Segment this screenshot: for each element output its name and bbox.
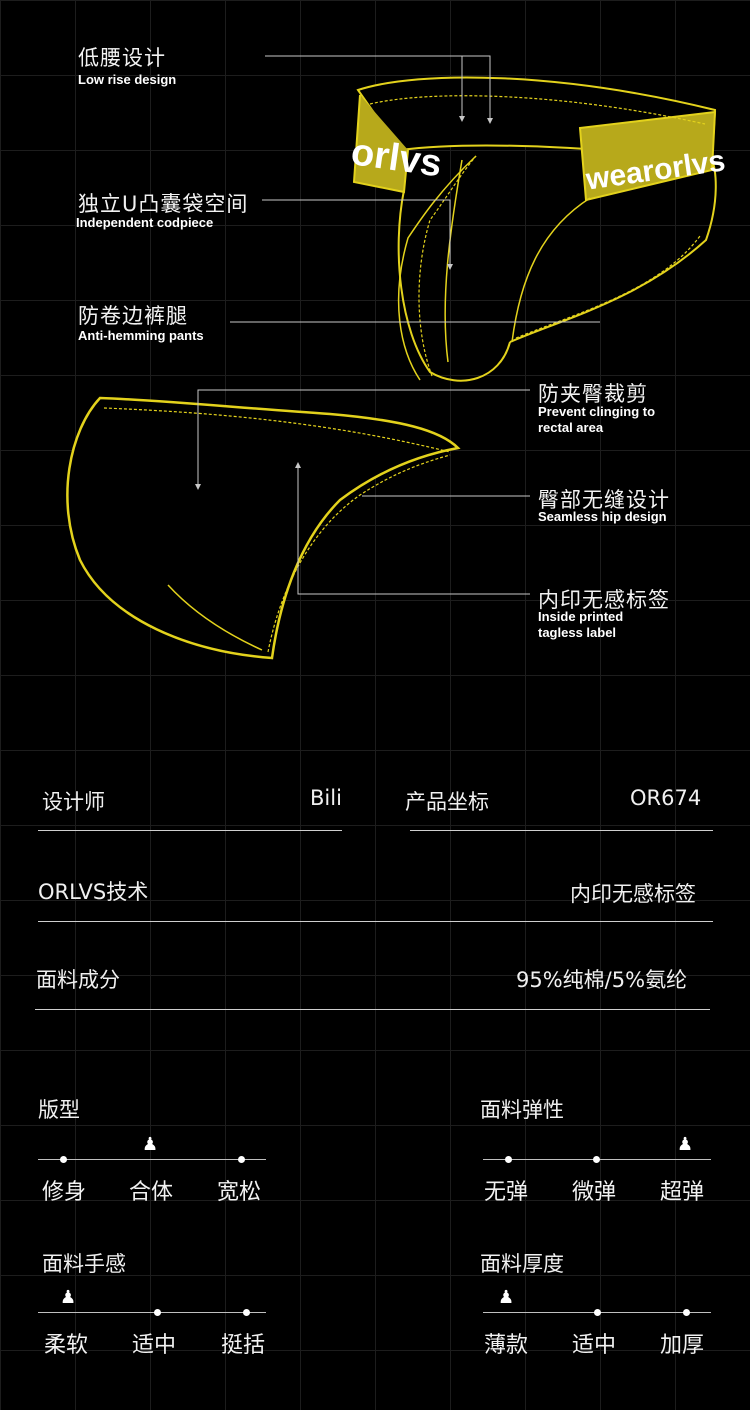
fabric-label: 面料成分 [36, 968, 120, 992]
hand-feel-scale-dot [243, 1309, 250, 1316]
callout-anti-cling-cn: 防夹臀裁剪 [538, 382, 648, 406]
fit-scale-runner-icon: ♟ [142, 1134, 159, 1155]
hand-feel-option: 挺括 [221, 1333, 266, 1358]
elasticity-option: 超弹 [660, 1180, 705, 1205]
callout-tagless-cn: 内印无感标签 [538, 588, 670, 612]
fit-scale-title: 版型 [38, 1098, 80, 1122]
elasticity-scale-runner-icon: ♟ [677, 1134, 694, 1155]
thickness-option: 薄款 [484, 1333, 529, 1358]
callout-seamless-cn: 臀部无缝设计 [538, 488, 670, 512]
fit-option: 合体 [129, 1180, 174, 1205]
callout-tagless-en: Inside printed tagless label [538, 609, 624, 640]
front-brief-drawing [352, 76, 717, 382]
fit-scale-track [38, 1159, 266, 1160]
designer-value: Bili [310, 786, 342, 810]
thickness-option: 加厚 [660, 1333, 705, 1358]
tech-value: 内印无感标签 [570, 882, 696, 906]
fit-option: 宽松 [217, 1180, 262, 1205]
callout-codpiece-cn: 独立U凸囊袋空间 [78, 192, 249, 216]
elasticity-scale-title: 面料弹性 [480, 1098, 564, 1122]
fit-scale-dot [60, 1156, 67, 1163]
divider [35, 1009, 710, 1010]
hand-feel-scale-dot [154, 1309, 161, 1316]
product-illustration: orlvs wearorlvs [66, 55, 727, 660]
thickness-scale-title: 面料厚度 [480, 1252, 564, 1276]
callout-leaders [197, 55, 600, 595]
callout-anti-hemming-cn: 防卷边裤腿 [78, 304, 188, 328]
product-label: 产品坐标 [405, 790, 489, 814]
elasticity-scale-dot [505, 1156, 512, 1163]
fit-scale-dot [238, 1156, 245, 1163]
product-value: OR674 [630, 786, 702, 810]
callout-codpiece-en: Independent codpiece [76, 215, 214, 230]
elasticity-option: 无弹 [484, 1180, 529, 1205]
thickness-scale-dot [683, 1309, 690, 1316]
divider [38, 921, 713, 922]
designer-label: 设计师 [42, 790, 105, 814]
hand-feel-option: 柔软 [44, 1333, 89, 1358]
divider [410, 830, 713, 831]
hand-feel-scale-runner-icon: ♟ [60, 1287, 77, 1308]
hand-feel-option: 适中 [132, 1333, 177, 1358]
callout-anti-hemming-en: Anti-hemming pants [78, 328, 204, 343]
hand-feel-scale-title: 面料手感 [42, 1252, 126, 1276]
thickness-scale-runner-icon: ♟ [498, 1287, 515, 1308]
divider [38, 830, 342, 831]
hand-feel-scale-track [38, 1312, 266, 1313]
callout-low-rise-cn: 低腰设计 [78, 46, 166, 70]
elasticity-option: 微弹 [572, 1180, 617, 1205]
callout-anti-cling-en: Prevent clinging to rectal area [538, 404, 656, 435]
elasticity-scale-dot [593, 1156, 600, 1163]
fabric-value: 95%纯棉/5%氨纶 [516, 968, 688, 992]
thickness-scale-dot [594, 1309, 601, 1316]
back-brief-drawing [66, 396, 461, 660]
tech-label: ORLVS技术 [38, 880, 149, 904]
callout-seamless-en: Seamless hip design [538, 509, 667, 524]
thickness-option: 适中 [572, 1333, 617, 1358]
callout-low-rise-en: Low rise design [78, 72, 177, 87]
fit-option: 修身 [42, 1180, 87, 1205]
